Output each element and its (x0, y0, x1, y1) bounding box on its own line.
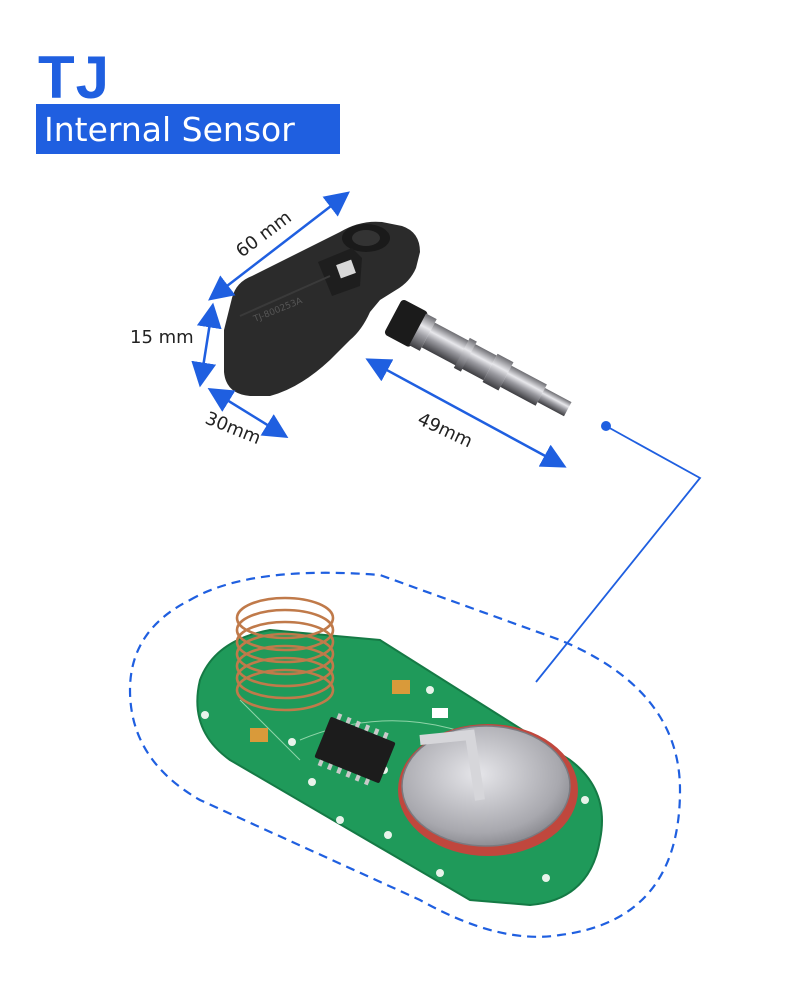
coil-antenna (235, 596, 335, 712)
coin-battery (398, 724, 578, 856)
pcb-board (196, 596, 603, 907)
page-title: Internal Sensor (44, 109, 295, 149)
tpms-sensor: TJ-800253A (224, 221, 572, 417)
dimension-label-height: 15 mm (130, 327, 194, 348)
brand-logo: TJ (38, 44, 111, 111)
connector-line (535, 421, 702, 683)
title-bar: Internal Sensor (36, 104, 340, 154)
dimension-arrows (191, 191, 567, 468)
